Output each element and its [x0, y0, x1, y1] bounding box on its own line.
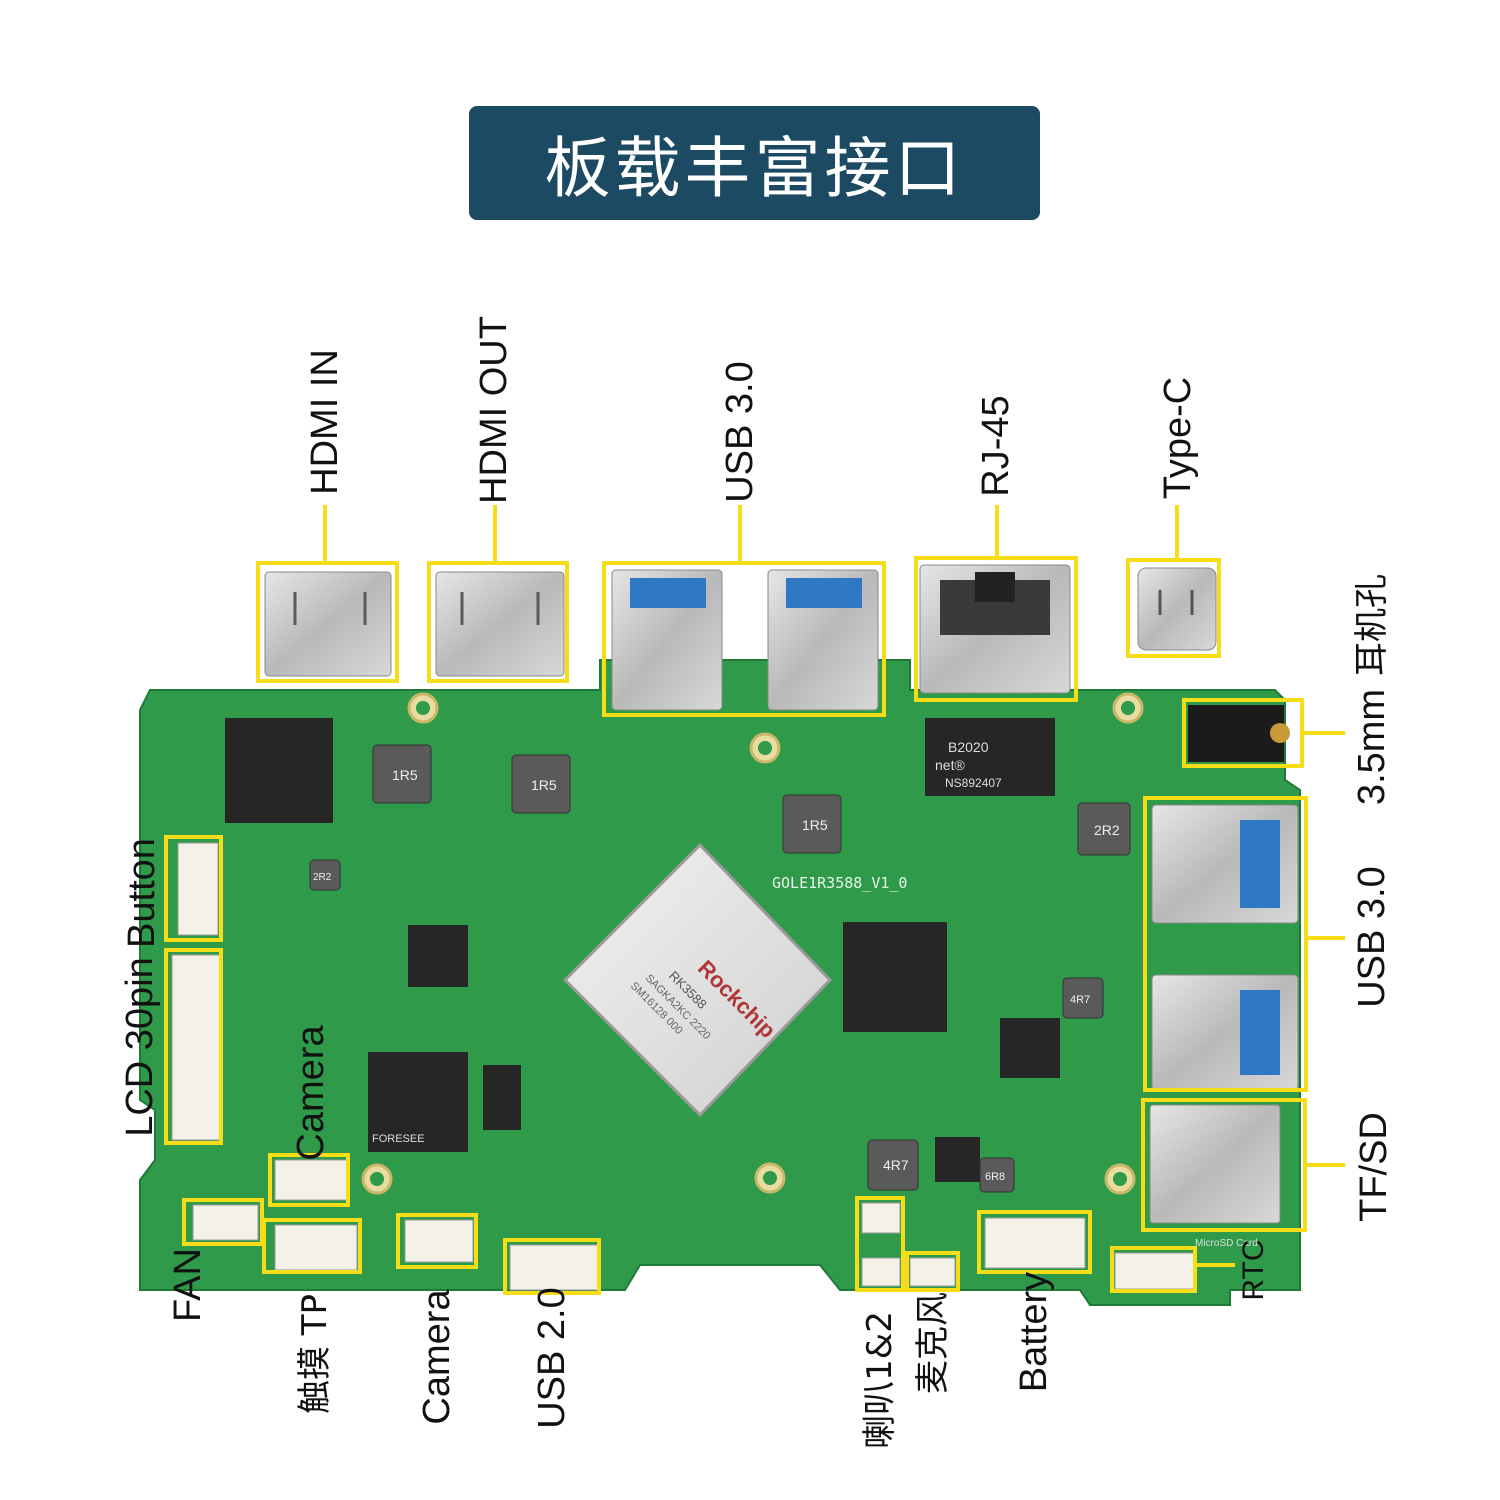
label-tfsd: TF/SD: [1353, 1112, 1395, 1222]
rj45-connector: [919, 564, 1071, 694]
label-hdmi-in: HDMI IN: [304, 349, 346, 495]
page-title: 板载丰富接口: [544, 130, 965, 207]
mounting-holes: [361, 692, 1144, 1195]
label-hdmi-out: HDMI OUT: [473, 316, 515, 504]
label-earphone: 耳机孔: [1352, 574, 1392, 676]
label-speaker: 喇叭1&2: [860, 1311, 900, 1449]
inductor-8: 2R2: [313, 872, 332, 883]
highlight-boxes: [164, 556, 1308, 1295]
transformer-line3: NS892407: [945, 776, 1002, 790]
small-connectors: [171, 842, 1196, 1291]
inductors: [309, 744, 1131, 1193]
label-battery: Battery: [1013, 1271, 1055, 1393]
title-banner: 板载丰富接口: [469, 106, 1040, 220]
label-fan: FAN: [167, 1248, 209, 1322]
inductor-6: 4R7: [1070, 994, 1090, 1006]
inductor-7: 6R8: [985, 1171, 1005, 1183]
label-35mm: 3.5mm: [1351, 688, 1393, 806]
board-chips: [225, 718, 1060, 1182]
tfsd-slot: MicroSD Card: [1149, 1104, 1281, 1249]
leader-lines: [323, 505, 1345, 1267]
label-typec: Type-C: [1157, 376, 1199, 500]
label-button: Button: [121, 838, 163, 948]
transformer-line2: net®: [935, 757, 965, 773]
sd-silk: MicroSD Card: [1195, 1238, 1258, 1249]
inductor-4: 2R2: [1094, 822, 1120, 838]
label-touch-tp: 触摸 TP: [295, 1293, 335, 1415]
board-model: GOLE1R3588_V1_0: [772, 874, 907, 892]
label-camera-bottom: Camera: [416, 1289, 458, 1425]
inductor-5: 4R7: [883, 1157, 909, 1173]
hdmi-out-connector: [435, 571, 565, 677]
label-rtc: RTC: [1237, 1239, 1270, 1301]
typec-connector: [1137, 567, 1217, 651]
transformer-line1: B2020: [948, 739, 989, 755]
usb30-top-connectors: [611, 569, 879, 711]
label-camera-left: Camera: [290, 1025, 332, 1161]
hdmi-in-connector: [264, 571, 392, 677]
label-usb20: USB 2.0: [531, 1287, 573, 1429]
label-usb30-right: USB 3.0: [1351, 866, 1393, 1008]
usb30-right-connectors: [1151, 804, 1299, 1091]
inductor-1: 1R5: [392, 767, 418, 783]
label-lcd: LCD 30pin: [119, 957, 161, 1137]
inductor-3: 1R5: [802, 817, 828, 833]
soc-chip: Rockchip RK3588 SAGKA2KC 2220 SM16128 00…: [562, 842, 833, 1118]
label-rj45: RJ-45: [975, 395, 1017, 497]
audio-jack: [1188, 705, 1290, 762]
label-mic: 麦克风: [913, 1292, 953, 1394]
inductor-2: 1R5: [531, 777, 557, 793]
emmc-brand: FORESEE: [372, 1133, 425, 1145]
label-usb30-top: USB 3.0: [719, 361, 761, 503]
